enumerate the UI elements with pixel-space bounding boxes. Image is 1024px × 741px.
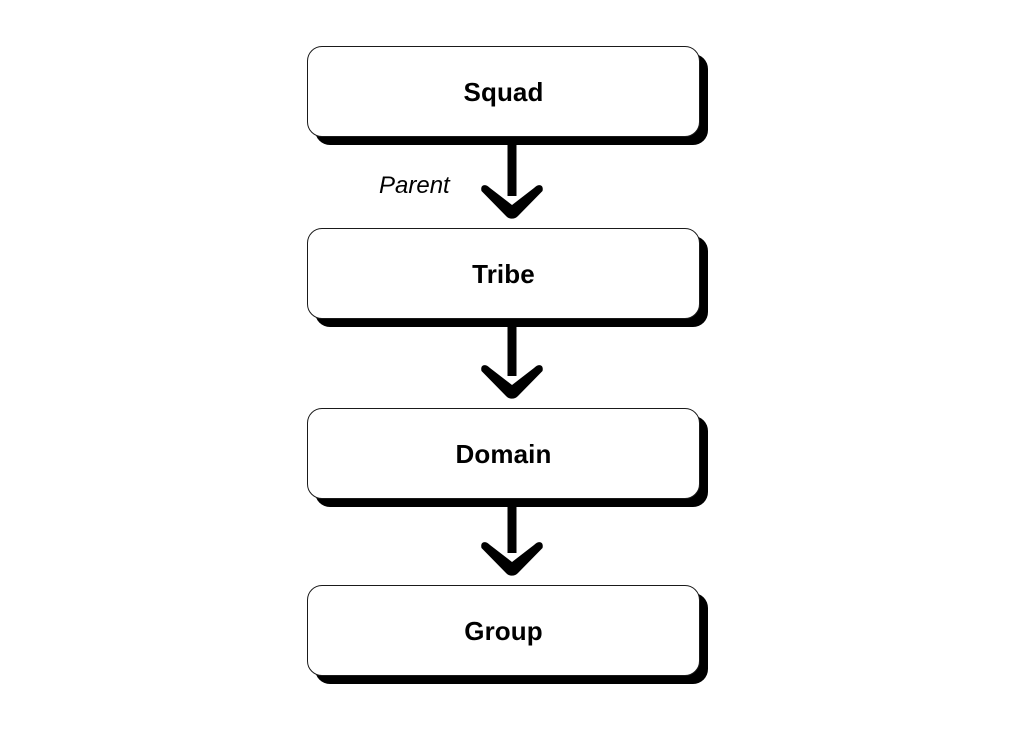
arrow-down-icon: [481, 492, 543, 576]
node-domain-label: Domain: [455, 438, 552, 469]
connector-domain-to-group: [468, 492, 556, 577]
edge-label-parent: Parent: [379, 172, 450, 199]
connector-tribe-to-domain: [468, 312, 556, 400]
node-tribe-label: Tribe: [472, 258, 535, 289]
arrow-down-icon: [481, 312, 543, 399]
node-group-label: Group: [464, 615, 543, 646]
node-squad[interactable]: Squad: [307, 46, 700, 137]
node-domain[interactable]: Domain: [307, 408, 700, 499]
arrow-down-icon: [481, 130, 543, 219]
node-squad-label: Squad: [463, 76, 544, 107]
connector-squad-to-tribe: [468, 130, 556, 220]
node-tribe[interactable]: Tribe: [307, 228, 700, 319]
node-group[interactable]: Group: [307, 585, 700, 676]
